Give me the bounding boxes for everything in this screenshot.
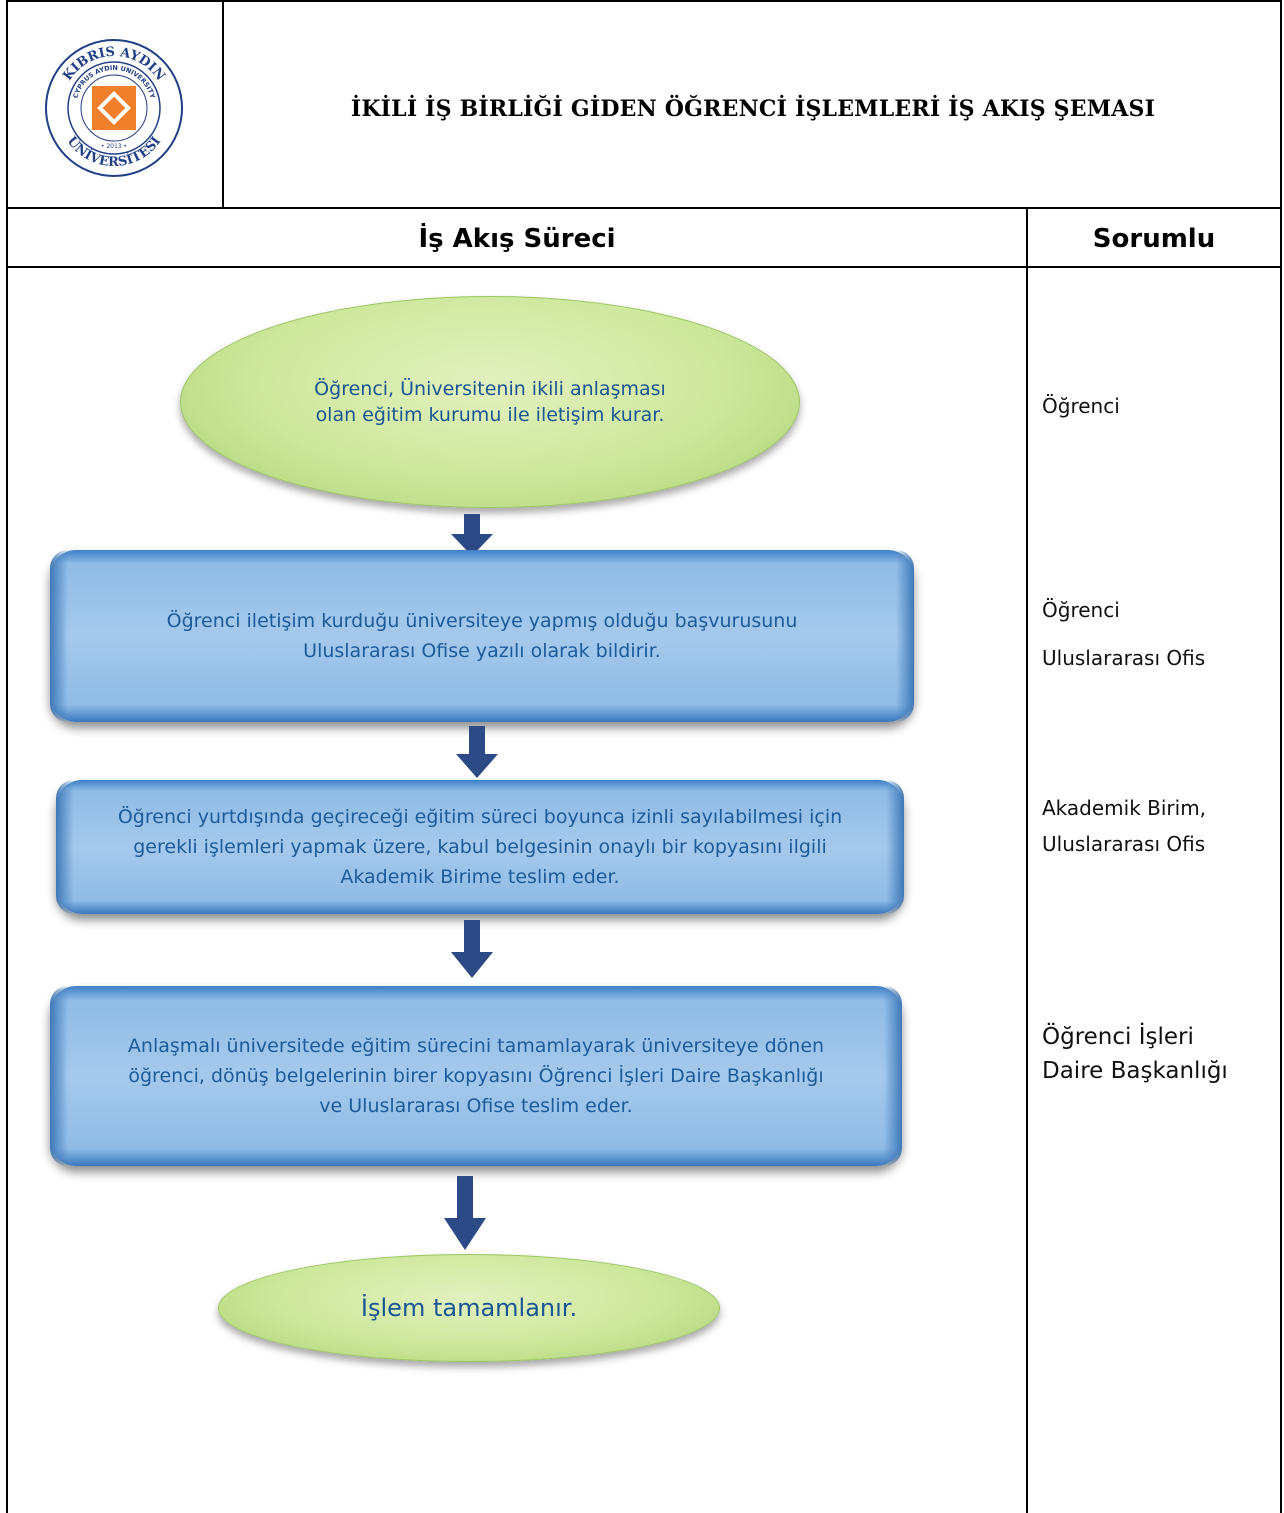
step4-line3: ve Uluslararası Ofise teslim eder. bbox=[319, 1095, 633, 1117]
responsible-4-line1: Öğrenci İşleri bbox=[1042, 1024, 1194, 1050]
process-step-3: Öğrenci yurtdışında geçireceği eğitim sü… bbox=[56, 780, 904, 914]
responsible-column-header: Sorumlu bbox=[1092, 224, 1216, 254]
process-column-header: İş Akış Süreci bbox=[418, 224, 616, 254]
column-header-line bbox=[6, 266, 1282, 268]
down-arrow-icon bbox=[456, 726, 498, 778]
responsible-2-line2: Uluslararası Ofis bbox=[1042, 646, 1206, 670]
down-arrow-icon bbox=[451, 514, 493, 556]
university-logo: KIBRIS AYDIN ÜNİVERSİTESİ CYPRUS AYDIN U… bbox=[45, 39, 183, 177]
process-step-4: Anlaşmalı üniversitede eğitim sürecini t… bbox=[50, 986, 902, 1166]
step4-line2: öğrenci, dönüş belgelerinin birer kopyas… bbox=[128, 1065, 824, 1087]
start-oval: Öğrenci, Üniversitenin ikili anlaşması o… bbox=[180, 296, 800, 508]
responsible-3-line2: Uluslararası Ofis bbox=[1042, 832, 1206, 856]
responsible-1-line1: Öğrenci bbox=[1042, 394, 1120, 418]
step2-line1: Öğrenci iletişim kurduğu üniversiteye ya… bbox=[166, 610, 798, 632]
step2-line2: Uluslararası Ofise yazılı olarak bildiri… bbox=[303, 640, 661, 662]
step1-line2: olan eğitim kurumu ile iletişim kurar. bbox=[315, 404, 665, 426]
step3-line2: gerekli işlemleri yapmak üzere, kabul be… bbox=[133, 836, 827, 858]
responsible-4: Öğrenci İşleri Daire Başkanlığı bbox=[1042, 1020, 1228, 1088]
responsible-4-line2: Daire Başkanlığı bbox=[1042, 1058, 1228, 1084]
step3-line1: Öğrenci yurtdışında geçireceği eğitim sü… bbox=[117, 806, 843, 828]
header-divider bbox=[222, 0, 224, 208]
column-divider bbox=[1026, 207, 1028, 1513]
header-bottom-line bbox=[6, 207, 1282, 209]
logo-year: • 2013 • bbox=[101, 143, 127, 150]
step4-line1: Anlaşmalı üniversitede eğitim sürecini t… bbox=[127, 1035, 825, 1057]
step5-line1: İşlem tamamlanır. bbox=[360, 1294, 578, 1322]
process-step-2: Öğrenci iletişim kurduğu üniversiteye ya… bbox=[50, 550, 914, 722]
step3-line3: Akademik Birime teslim eder. bbox=[340, 866, 620, 888]
page-title: İKİLİ İŞ BİRLİĞİ GİDEN ÖĞRENCİ İŞLEMLERİ… bbox=[350, 96, 1156, 122]
page-frame bbox=[6, 0, 1282, 1513]
responsible-2: Öğrenci Uluslararası Ofis bbox=[1042, 590, 1205, 678]
responsible-2-line1: Öğrenci bbox=[1042, 598, 1120, 622]
step1-line1: Öğrenci, Üniversitenin ikili anlaşması bbox=[314, 378, 666, 400]
end-oval: İşlem tamamlanır. bbox=[218, 1254, 720, 1362]
responsible-3-line1: Akademik Birim, bbox=[1042, 796, 1207, 820]
responsible-1: Öğrenci bbox=[1042, 386, 1120, 426]
down-arrow-icon bbox=[444, 1176, 486, 1250]
responsible-3: Akademik Birim, Uluslararası Ofis bbox=[1042, 790, 1206, 862]
down-arrow-icon bbox=[451, 920, 493, 978]
